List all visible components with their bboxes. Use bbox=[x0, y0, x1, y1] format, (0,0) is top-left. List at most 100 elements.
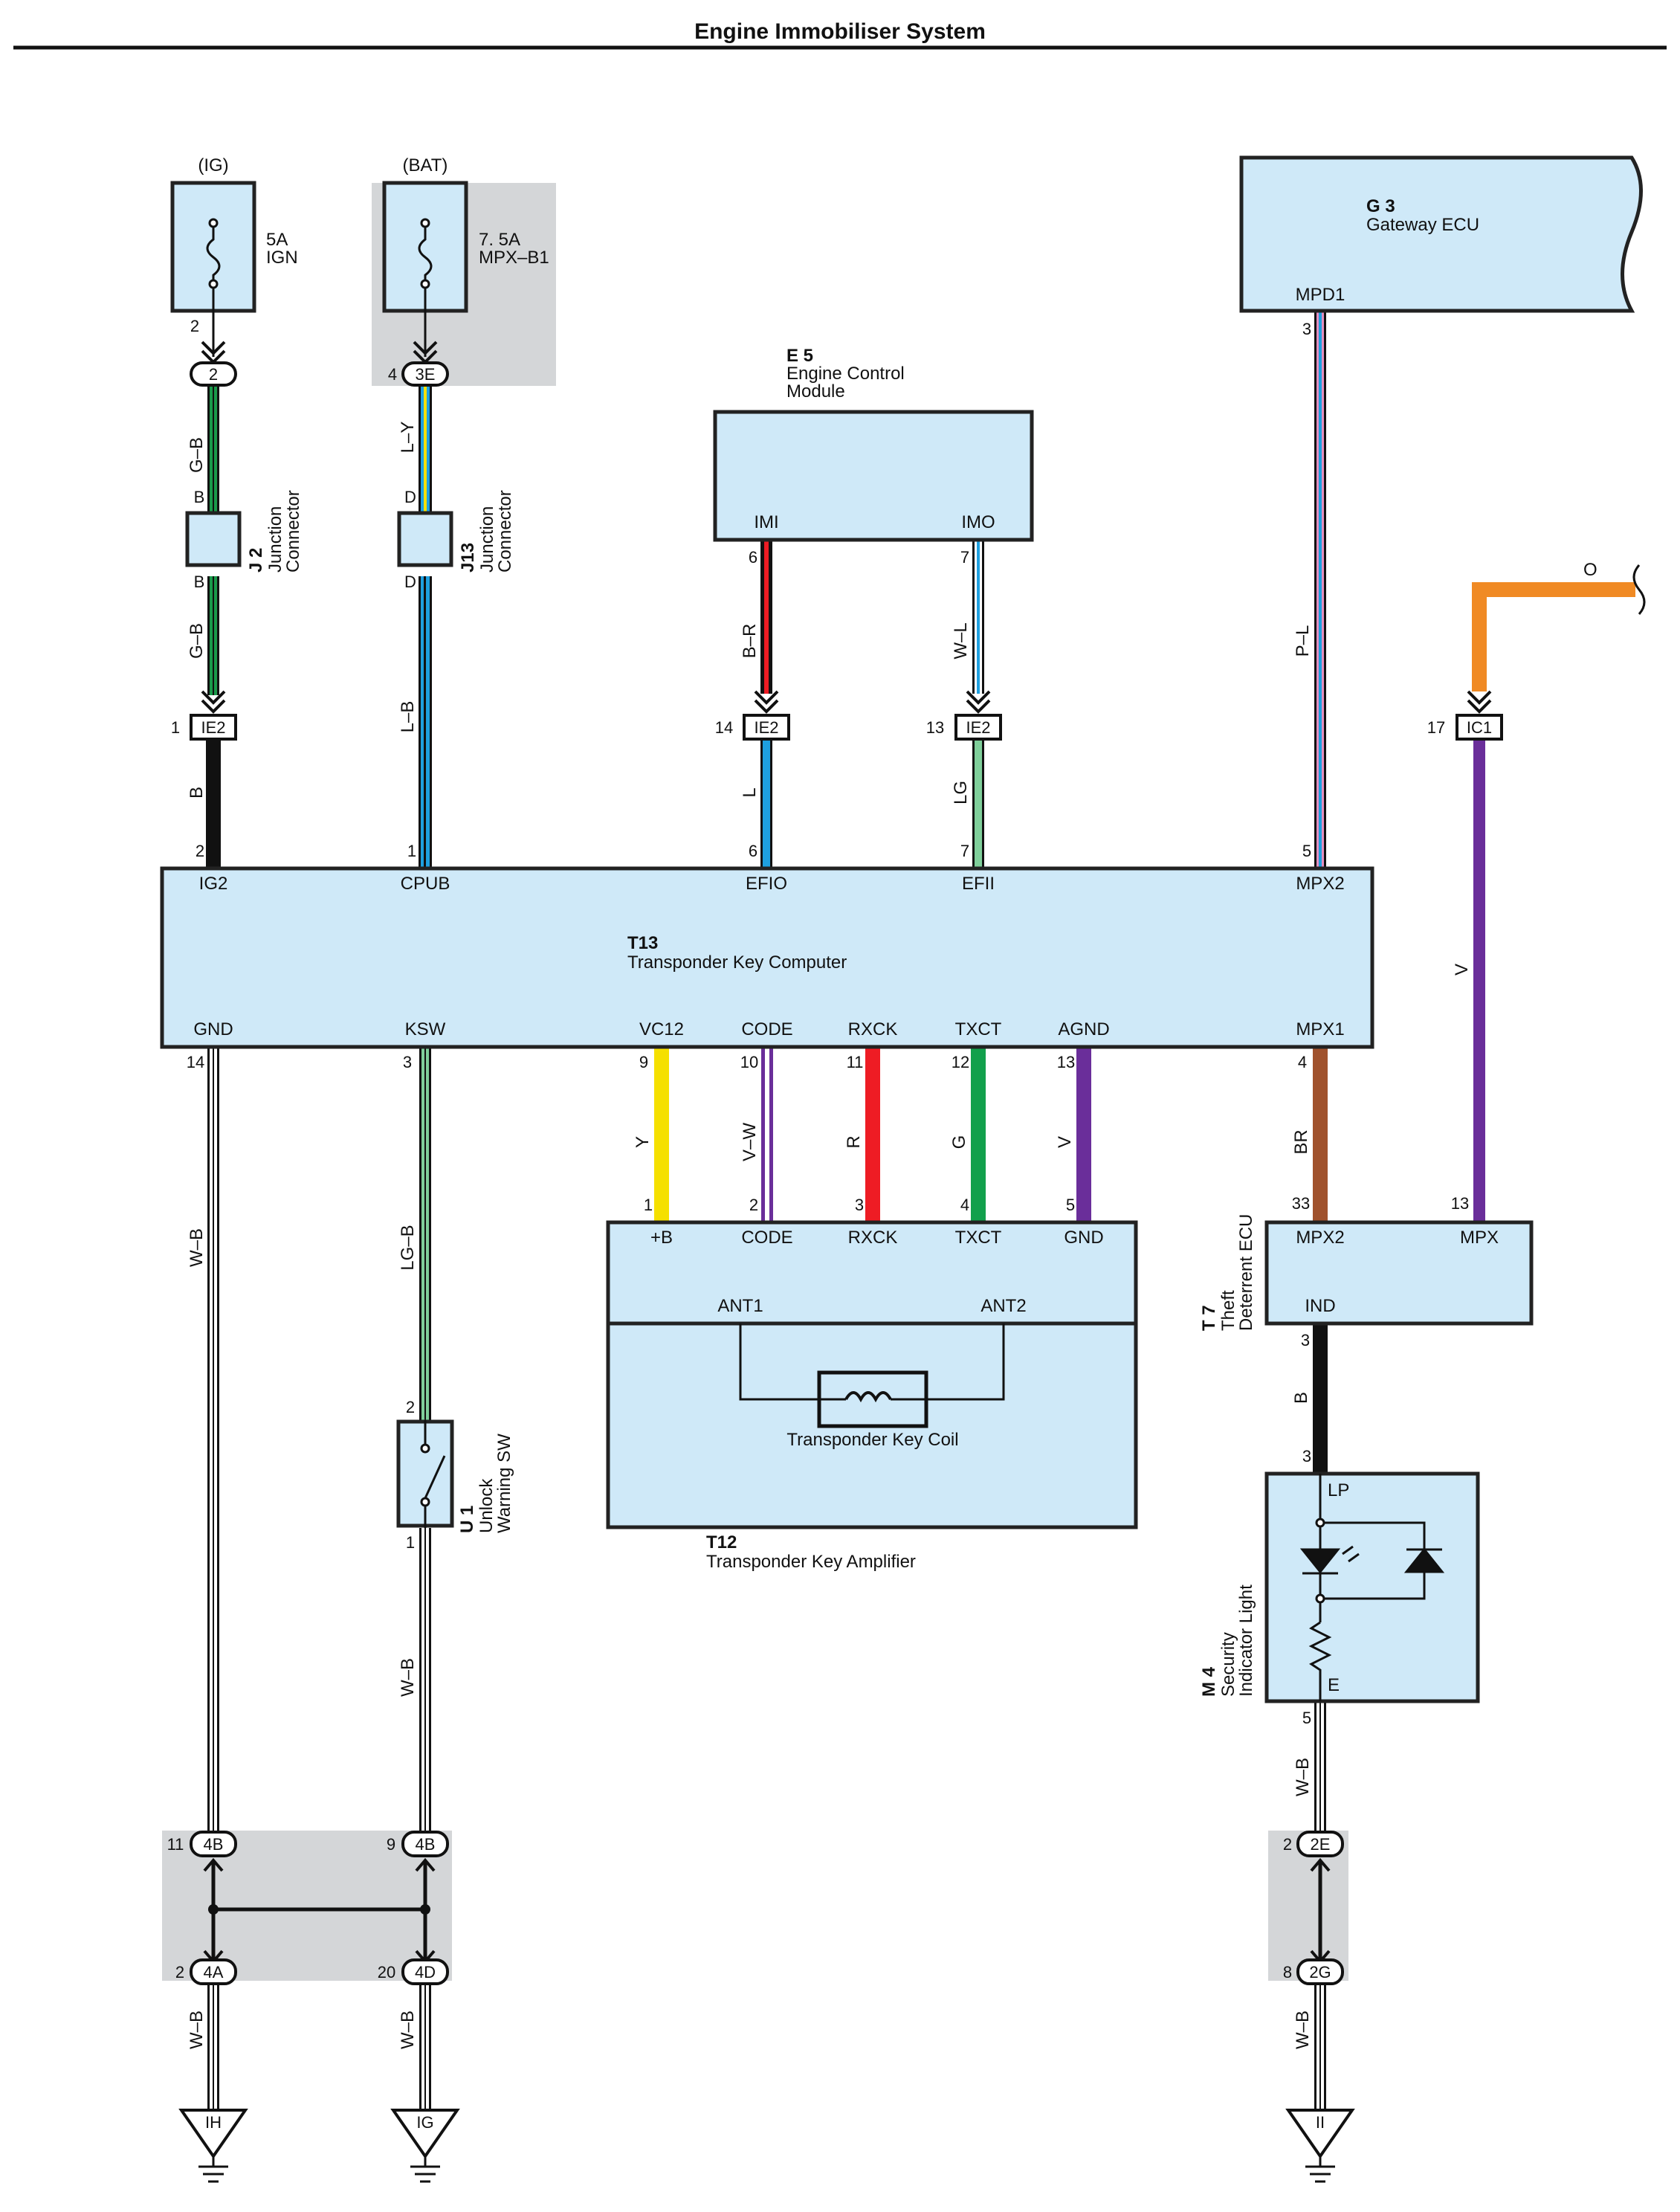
m4-code: M 4 bbox=[1199, 1666, 1219, 1697]
engine-control-module: E 5 Engine Control Module IMI IMO 6 7 bbox=[713, 346, 1034, 567]
t13-bottom-pin: 9 bbox=[639, 1053, 648, 1071]
t13-bottom-pin: 4 bbox=[1298, 1053, 1307, 1071]
j13-name1: Junction bbox=[477, 506, 497, 573]
theft-deterrent-ecu: MPX2 MPX IND 33 13 3 T 7 Theft Deterrent… bbox=[1199, 1194, 1534, 1350]
label-gb2: G–B bbox=[187, 623, 207, 659]
unlock-warning-switch: 2 1 U 1 Unlock Warning SW bbox=[396, 1398, 514, 1552]
t13-bottom-port-rxck: RXCK bbox=[848, 1019, 898, 1039]
wire-g bbox=[971, 1048, 986, 1221]
switch-icon bbox=[424, 1455, 446, 1499]
ground-ig-label: IG bbox=[416, 2113, 433, 2132]
c4b-left-pin: 11 bbox=[167, 1835, 184, 1854]
conn-ic1-17: IC1 17 bbox=[1427, 690, 1503, 741]
ic1-conn: IC1 bbox=[1467, 718, 1492, 737]
ecm-pin-7: 7 bbox=[960, 548, 969, 567]
ie2b-pin: 14 bbox=[715, 718, 733, 737]
t12-pin: 1 bbox=[644, 1196, 653, 1214]
label-vw: V–W bbox=[740, 1123, 760, 1161]
ic1-pin: 17 bbox=[1427, 718, 1445, 737]
t12-pin: 2 bbox=[749, 1196, 758, 1214]
u1-name2: Warning SW bbox=[494, 1434, 514, 1533]
m4-pin-top: 3 bbox=[1302, 1447, 1311, 1465]
label-br: B–R bbox=[740, 624, 760, 659]
t13-top-port-mpx2: MPX2 bbox=[1296, 874, 1344, 894]
t7-port-mpx: MPX bbox=[1460, 1228, 1499, 1248]
t7-name2: Deterrent ECU bbox=[1236, 1214, 1256, 1331]
t13-top-pin: 1 bbox=[407, 842, 416, 860]
j2-pin-bot: B bbox=[194, 573, 205, 591]
t13-code: T13 bbox=[627, 933, 658, 953]
ig-label: (IG) bbox=[198, 155, 228, 175]
transponder-key-computer: T13 Transponder Key Computer IG22CPUB1EF… bbox=[160, 842, 1374, 1071]
j2-pin-top: B bbox=[194, 488, 205, 506]
label-wb4: W–B bbox=[187, 2011, 207, 2049]
t7-port-mpx2: MPX2 bbox=[1296, 1228, 1344, 1248]
wire-m4-wb bbox=[1314, 1703, 1326, 2110]
t12-name: Transponder Key Amplifier bbox=[706, 1552, 916, 1572]
ground-ih-label: IH bbox=[205, 2113, 222, 2132]
t13-bottom-port-txct: TXCT bbox=[955, 1019, 1002, 1039]
ie2a-pin: 1 bbox=[171, 718, 180, 737]
diode-icon bbox=[1403, 1547, 1445, 1573]
t13-bottom-port-ksw: KSW bbox=[405, 1019, 446, 1039]
label-wb3: W–B bbox=[1293, 1758, 1313, 1796]
m4-port-e: E bbox=[1328, 1675, 1340, 1695]
t13-bottom-pin: 3 bbox=[403, 1053, 412, 1071]
ie2c-conn: IE2 bbox=[966, 718, 990, 737]
m4-pin-bot: 5 bbox=[1302, 1709, 1311, 1727]
label-r: R bbox=[844, 1135, 864, 1148]
ground-ih: IH bbox=[178, 2109, 248, 2183]
ecm-code: E 5 bbox=[786, 346, 813, 366]
label-wl: W–L bbox=[951, 622, 971, 659]
u1-name1: Unlock bbox=[476, 1478, 497, 1533]
gateway-ecu: G 3 Gateway ECU MPD1 3 bbox=[1239, 155, 1643, 338]
t7-name1: Theft bbox=[1218, 1290, 1238, 1331]
ie2b-conn: IE2 bbox=[754, 718, 778, 737]
fuse-mpx-b1: (BAT) 7. 5A MPX–B1 bbox=[382, 155, 549, 357]
c4b-right-pin: 9 bbox=[387, 1835, 395, 1854]
label-b1: B bbox=[187, 787, 207, 799]
ecm-port-imi: IMI bbox=[754, 512, 778, 532]
u1-code: U 1 bbox=[457, 1506, 477, 1533]
fuse-ign: (IG) 5A IGN bbox=[170, 155, 298, 357]
wire-b-ind bbox=[1313, 1323, 1328, 1472]
label-lb: L–B bbox=[398, 701, 418, 733]
m4-port-lp: LP bbox=[1328, 1480, 1349, 1500]
wire-b-ig2 bbox=[206, 740, 221, 868]
t12-pin: 5 bbox=[1066, 1196, 1075, 1214]
wire-br bbox=[1313, 1048, 1328, 1221]
t13-bottom-pin: 14 bbox=[187, 1053, 204, 1071]
wire-r bbox=[865, 1048, 880, 1221]
m4-name2: Indicator Light bbox=[1236, 1584, 1256, 1697]
ground-splice-left: 4B 11 4B 9 4A 2 4D 20 bbox=[167, 1831, 449, 1985]
t12-pin: 4 bbox=[960, 1196, 969, 1214]
label-wb2: W–B bbox=[398, 1658, 418, 1697]
conn-bat-3e: 3E 4 bbox=[388, 341, 449, 387]
conn-ie2-13: IE2 13 bbox=[926, 690, 1002, 741]
t13-bottom-pin: 11 bbox=[847, 1053, 864, 1071]
t13-bottom-pin: 13 bbox=[1057, 1053, 1075, 1071]
label-lgb: LG–B bbox=[398, 1225, 418, 1270]
label-v1: V bbox=[1452, 964, 1472, 976]
ecm-port-imo: IMO bbox=[961, 512, 995, 532]
t12-ant1: ANT1 bbox=[717, 1296, 763, 1316]
t7-code: T 7 bbox=[1199, 1305, 1219, 1331]
conn-ie2-1: IE2 1 bbox=[171, 690, 237, 741]
c2g-pin: 8 bbox=[1283, 1963, 1292, 1982]
t12-port-code: CODE bbox=[741, 1228, 792, 1248]
t13-bottom-port-agnd: AGND bbox=[1058, 1019, 1109, 1039]
label-l: L bbox=[740, 787, 760, 797]
ground-ii: II bbox=[1285, 2109, 1355, 2183]
gateway-pin: 3 bbox=[1302, 320, 1311, 338]
t7-port-ind: IND bbox=[1305, 1296, 1335, 1316]
bat-label: (BAT) bbox=[403, 155, 448, 175]
wire-mpd1 bbox=[1314, 312, 1326, 868]
wire-vw bbox=[761, 1048, 773, 1221]
label-pl: P–L bbox=[1293, 625, 1313, 657]
ig-pin: 2 bbox=[190, 317, 199, 335]
t13-bottom-pin: 12 bbox=[952, 1053, 969, 1071]
t13-bottom-port-mpx1: MPX1 bbox=[1296, 1019, 1344, 1039]
u1-pin-top: 2 bbox=[406, 1398, 415, 1416]
j13-code: J13 bbox=[458, 543, 478, 573]
